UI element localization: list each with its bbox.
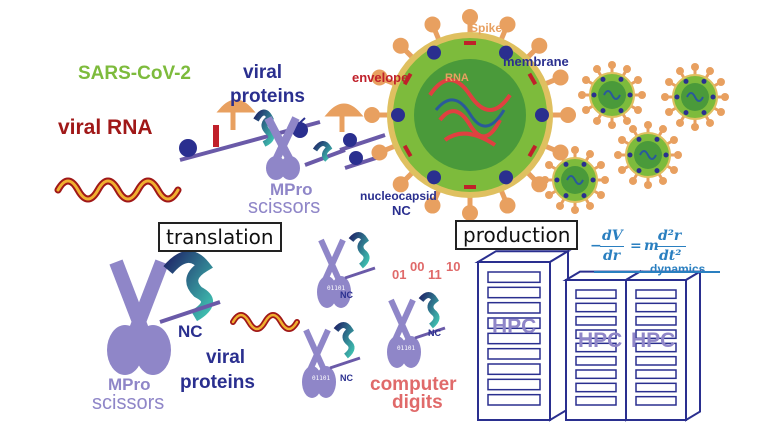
hpc-label-2: HPC xyxy=(578,329,623,352)
spike-label: Spike xyxy=(470,21,503,35)
nc-small-label-3: NC xyxy=(340,373,353,383)
envelope-label: envelope xyxy=(352,70,409,85)
scissors-label: scissors xyxy=(248,196,321,218)
nc-small-label-2: NC xyxy=(428,328,441,338)
viral-proteins-bottom-label-2: proteins xyxy=(180,372,255,393)
nc-label: NC xyxy=(392,203,411,218)
binary-digit-4: 10 xyxy=(446,259,461,274)
digit-scissors-group: 01101 01101 01101 xyxy=(302,232,446,398)
nc-bottom-label: NC xyxy=(178,322,203,341)
virus-small-2 xyxy=(661,63,729,131)
nucleocapsid-label: nucleocapsid xyxy=(360,189,437,203)
viral-rna-label: viral RNA xyxy=(58,116,153,139)
hpc-servers xyxy=(474,249,704,422)
virus-small-1 xyxy=(578,61,646,129)
mpro-scissors-icon xyxy=(264,116,300,180)
virus-small-4 xyxy=(541,146,609,214)
binary-digit-2: 00 xyxy=(410,259,425,274)
hpc-label-1: HPC xyxy=(492,315,537,338)
svg-text:01101: 01101 xyxy=(397,345,415,352)
hpc-label-3: HPC xyxy=(631,329,676,352)
computer-digits-label-2: digits xyxy=(392,392,443,413)
dynamics-label: dynamics xyxy=(650,262,706,276)
rna-label: RNA xyxy=(445,72,469,84)
translation-box: translation xyxy=(158,222,282,252)
svg-text:01101: 01101 xyxy=(312,375,330,382)
spike-protein-icon xyxy=(216,99,256,130)
protein-ball-icon xyxy=(179,139,197,157)
nucleocapsid-icon xyxy=(159,251,221,324)
nc-small-label-1: NC xyxy=(340,290,353,300)
viral-proteins-bottom-label: viral xyxy=(206,347,246,368)
mpro-scissors-large-icon xyxy=(107,259,171,375)
svg-text:01101: 01101 xyxy=(327,285,345,292)
scissors-bottom-label: scissors xyxy=(92,392,165,414)
binary-digit-1: 01 xyxy=(392,267,407,282)
sars-cov-2-title: SARS-CoV-2 xyxy=(78,63,191,84)
mpro-bottom-label: MPro xyxy=(108,375,151,394)
binary-digit-3: 11 xyxy=(428,267,442,282)
viral-proteins-label: viral xyxy=(243,62,283,83)
viral-proteins-label-2: proteins xyxy=(230,86,305,107)
protein-bar xyxy=(213,125,219,147)
virus-main xyxy=(364,9,576,221)
virus-small-3 xyxy=(614,121,682,189)
membrane-label: membrane xyxy=(503,54,569,69)
computer-digits-label: computer xyxy=(370,374,457,395)
production-box: production xyxy=(455,220,579,250)
mpro-label: MPro xyxy=(270,180,313,199)
